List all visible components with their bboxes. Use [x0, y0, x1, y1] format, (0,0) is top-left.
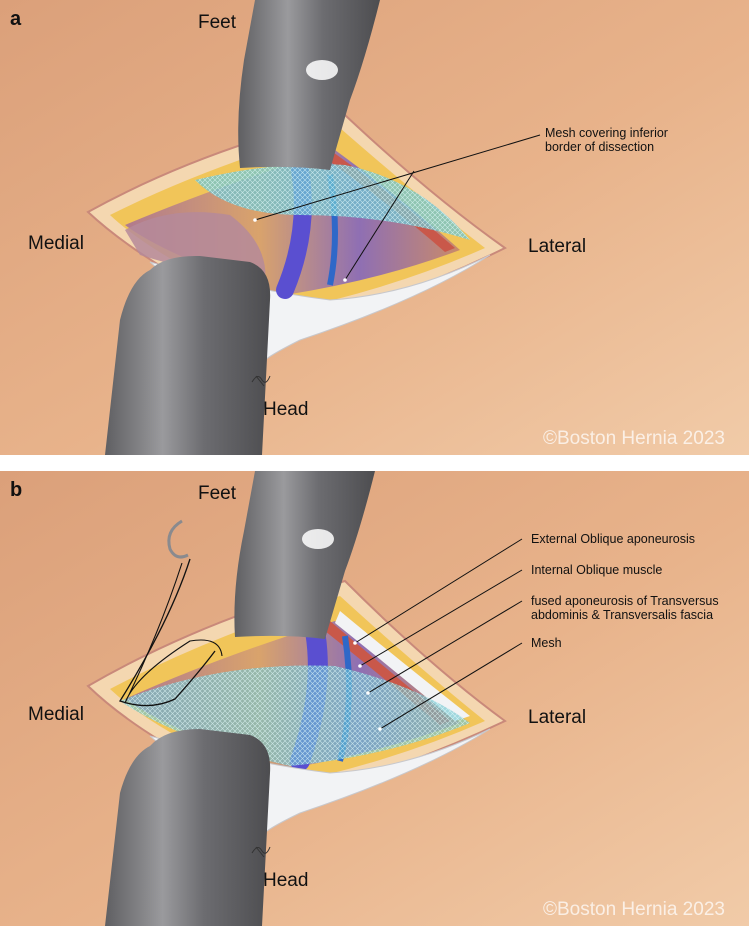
- panel-b: b Feet Medial Lateral Head External Obli…: [0, 471, 749, 926]
- external-oblique: [335, 611, 470, 721]
- orientation-head: Head: [263, 870, 309, 891]
- copyright: ©Boston Hernia 2023: [543, 428, 725, 449]
- needle: [167, 519, 189, 559]
- orientation-feet: Feet: [198, 12, 237, 33]
- leader-line: [344, 170, 415, 281]
- illustration-b: [0, 471, 749, 926]
- retractor-bottom: [105, 729, 271, 926]
- mesh-texture: [195, 164, 470, 240]
- annotation-mesh: Mesh: [531, 636, 562, 650]
- leader-dot: [358, 664, 362, 668]
- panel-label-b: b: [10, 479, 23, 501]
- leader-line: [359, 569, 523, 667]
- leader-line: [254, 134, 541, 221]
- suture-loop: [124, 562, 223, 704]
- retractor-highlight: [302, 529, 334, 549]
- orientation-lateral: Lateral: [528, 236, 587, 257]
- annotation-fused-aponeurosis: fused aponeurosis of Transversus abdomin…: [531, 594, 719, 623]
- leader-dot: [253, 218, 257, 222]
- illustration-a: [0, 0, 749, 455]
- retractor-bottom: [105, 255, 271, 455]
- orientation-feet: Feet: [198, 483, 237, 504]
- leader-line: [379, 642, 523, 730]
- suture-thread: [119, 558, 216, 707]
- orientation-medial: Medial: [28, 704, 84, 725]
- annotation-external-oblique: External Oblique aponeurosis: [531, 532, 695, 546]
- copyright: ©Boston Hernia 2023: [543, 899, 725, 920]
- artist-signature: [251, 375, 271, 387]
- leader-line: [354, 538, 523, 644]
- retractor-top: [234, 471, 375, 639]
- orientation-medial: Medial: [28, 233, 84, 254]
- artist-signature: [251, 846, 271, 858]
- annotation-internal-oblique: Internal Oblique muscle: [531, 563, 663, 577]
- retractor-highlight: [306, 60, 338, 80]
- leader-dot: [343, 278, 347, 282]
- leader-dot: [353, 641, 357, 645]
- panel-a: a Feet Medial Lateral Head Mesh covering…: [0, 0, 749, 455]
- annotation-mesh-covering: Mesh covering inferior border of dissect…: [545, 126, 668, 155]
- leader-dot: [366, 691, 370, 695]
- orientation-head: Head: [263, 399, 309, 420]
- panel-label-a: a: [10, 8, 22, 30]
- leader-dot: [378, 727, 382, 731]
- orientation-lateral: Lateral: [528, 707, 587, 728]
- retractor-top: [238, 0, 380, 170]
- leader-line: [367, 600, 523, 694]
